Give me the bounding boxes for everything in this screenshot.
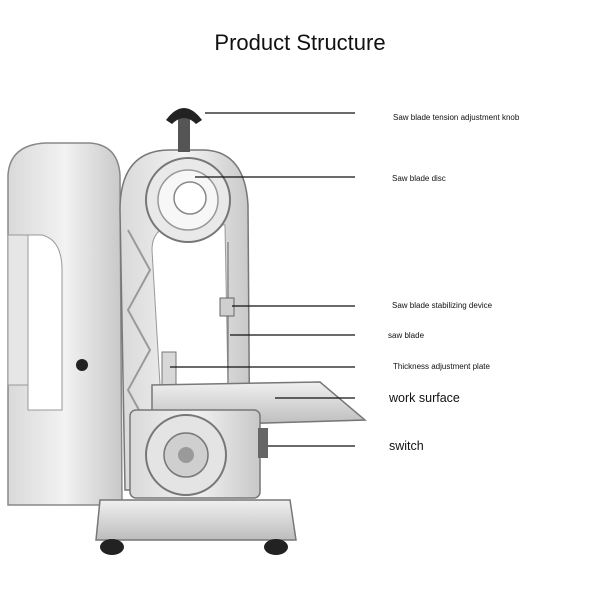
diagram-title: Product Structure: [214, 30, 386, 55]
label-switch: switch: [389, 439, 424, 453]
label-thickness-plate: Thickness adjustment plate: [393, 362, 490, 371]
machine-base: [95, 499, 297, 555]
label-stabilizing-device: Saw blade stabilizing device: [392, 301, 493, 310]
label-saw-blade: saw blade: [388, 331, 425, 340]
blade-guide: [219, 297, 235, 317]
door: [7, 142, 123, 506]
upper-disc: [145, 157, 231, 243]
leader-lines: [170, 112, 355, 447]
label-tension-knob: Saw blade tension adjustment knob: [393, 113, 520, 122]
tension-knob: [166, 108, 202, 152]
lower-housing: [129, 409, 268, 499]
label-blade-disc: Saw blade disc: [392, 174, 446, 183]
label-work-surface: work surface: [389, 391, 460, 405]
